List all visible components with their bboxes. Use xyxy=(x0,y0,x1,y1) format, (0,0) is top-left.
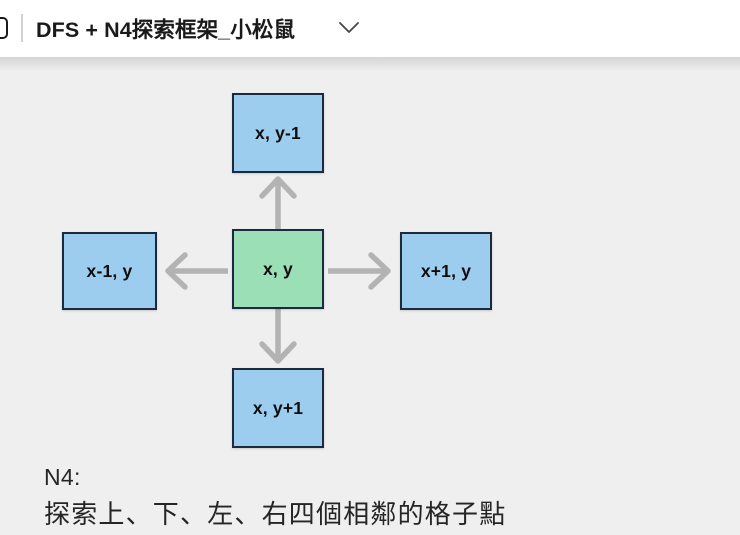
arrow-left-icon xyxy=(158,251,230,291)
page-title: DFS + N4探索框架_小松鼠 xyxy=(36,18,296,42)
slide-content: x, y-1 x-1, y x, y x+1, y x, y+1 N4: 探索上… xyxy=(0,57,740,535)
header-divider xyxy=(21,14,23,42)
node-left[interactable]: x-1, y xyxy=(62,232,157,310)
caption-block: N4: 探索上、下、左、右四個相鄰的格子點 xyxy=(44,460,694,534)
arrow-up-icon xyxy=(258,171,298,231)
caption-heading: N4: xyxy=(44,464,81,490)
n4-diagram: x, y-1 x-1, y x, y x+1, y x, y+1 xyxy=(0,57,740,457)
node-center[interactable]: x, y xyxy=(232,229,324,309)
node-up[interactable]: x, y-1 xyxy=(232,93,324,173)
node-right[interactable]: x+1, y xyxy=(400,232,492,310)
caption-text: 探索上、下、左、右四個相鄰的格子點 xyxy=(44,499,507,529)
chevron-down-icon[interactable] xyxy=(338,21,360,35)
document-icon[interactable] xyxy=(0,17,8,39)
arrow-down-icon xyxy=(258,307,298,371)
arrow-right-icon xyxy=(326,251,398,291)
title-bar: DFS + N4探索框架_小松鼠 xyxy=(0,0,740,57)
node-down[interactable]: x, y+1 xyxy=(232,368,324,448)
